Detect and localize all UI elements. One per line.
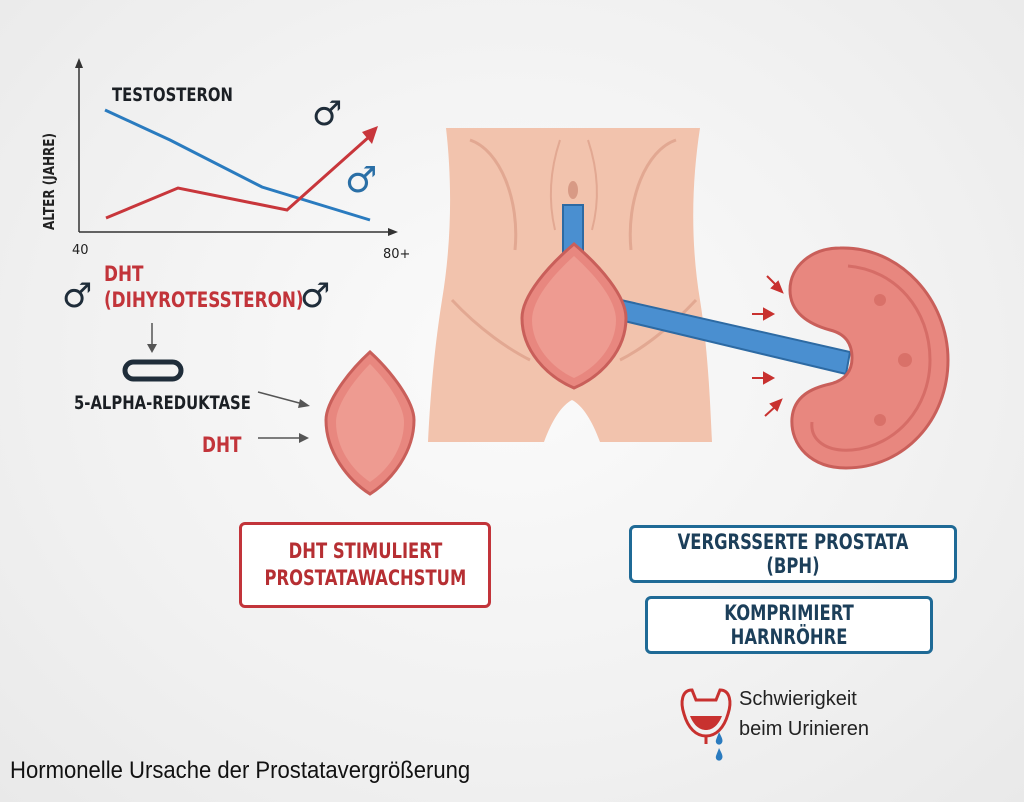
male-symbol-icon: ♂ — [62, 276, 93, 316]
torso-shading — [587, 139, 598, 231]
caption: Hormonelle Ursache der Prostatavergrößer… — [10, 757, 471, 784]
male-symbol-icon: ♂ — [345, 160, 378, 201]
dht-arrowhead — [299, 433, 309, 443]
kidney-texture — [874, 414, 886, 426]
chart-y-axis-arrowhead — [75, 58, 83, 68]
compresses-urethra-label: KOMPRIMIERT HARNRÖHRE — [724, 601, 854, 649]
compression-arrowhead — [763, 371, 776, 385]
compression-arrowhead — [769, 398, 783, 412]
compression-arrowhead — [763, 307, 776, 321]
symptom-line2: beim Urinieren — [739, 718, 870, 740]
dht-short-label: DHT — [202, 433, 242, 457]
symptom-line1: Schwierigkeit — [739, 688, 857, 710]
pathway-down-arrowhead — [147, 344, 157, 353]
bladder-icon — [680, 688, 732, 738]
bladder-icon — [690, 716, 722, 730]
enzyme-capsule-icon — [122, 359, 184, 382]
torso-shading — [549, 139, 561, 231]
enzyme-arrowhead — [298, 399, 310, 408]
dht-full-name: (DIHYROTESSTERON) — [104, 288, 304, 312]
dht-stimulates-line1: DHT STIMULIERT — [288, 539, 442, 563]
torso-shading — [628, 138, 677, 251]
dht-title: DHT — [104, 262, 144, 286]
dht-stimulates-box: DHT STIMULIERT PROSTATAWACHSTUM — [239, 522, 491, 608]
navel — [568, 181, 578, 199]
chart-x-start-label: 40 — [72, 243, 89, 258]
enlarged-prostate-box: VERGRSSERTE PROSTATA (BPH) — [629, 525, 957, 583]
enzyme-arrow — [257, 391, 304, 405]
chart-x-end-label: 80+ — [383, 247, 411, 262]
compression-arrowhead — [770, 280, 784, 294]
enzyme-label: 5-ALPHA-REDUKTASE — [74, 392, 251, 414]
male-symbol-icon: ♂ — [300, 276, 331, 316]
torso-shading — [619, 298, 698, 362]
torso-shading — [450, 298, 531, 362]
kidney-inner — [810, 264, 932, 452]
prostate-enlarged-highlight — [532, 256, 616, 378]
male-symbol-icon: ♂ — [312, 94, 343, 134]
droplet-icon — [715, 748, 723, 761]
dht-stimulates-line2: PROSTATAWACHSTUM — [264, 566, 466, 590]
chart-x-axis-arrowhead — [388, 228, 398, 236]
chart-testosterone-line — [104, 108, 371, 222]
kidney-texture — [874, 294, 886, 306]
torso-shading — [469, 138, 518, 251]
chart-dht-line — [105, 134, 371, 220]
compresses-urethra-box: KOMPRIMIERT HARNRÖHRE — [645, 596, 933, 654]
chart-dht-arrowhead — [362, 126, 378, 144]
droplet-icon — [715, 732, 723, 745]
enlarged-prostate-label: VERGRSSERTE PROSTATA (BPH) — [677, 530, 909, 578]
chart-series-label: TESTOSTERON — [112, 84, 233, 106]
kidney-organ — [788, 246, 950, 470]
kidney-texture — [898, 353, 912, 367]
small-prostate-highlight — [336, 364, 404, 482]
